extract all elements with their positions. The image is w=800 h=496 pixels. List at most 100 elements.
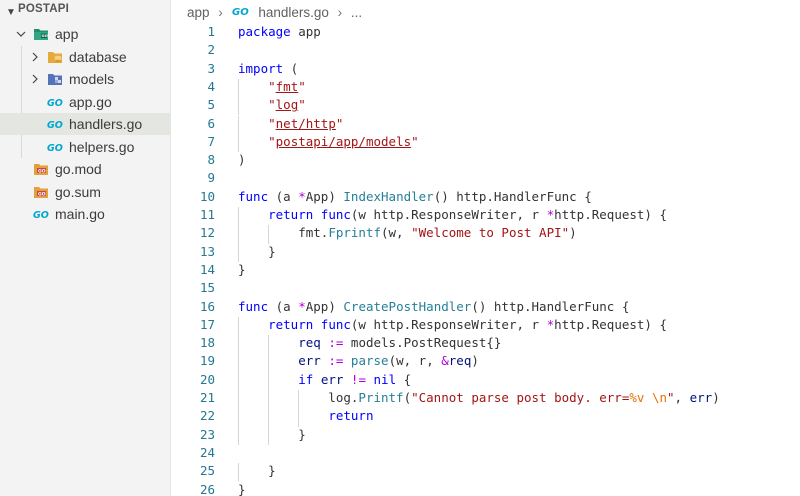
tree-item[interactable]: GO app.go [0,91,170,113]
line-number: 26 [199,481,215,496]
tree-item[interactable]: GO go.sum [0,181,170,203]
line-number: 10 [199,188,215,204]
tree-item-label: app.go [69,93,112,110]
svg-text:GO: GO [42,33,49,38]
indent-guide [238,426,239,445]
code-line[interactable]: return func(w http.ResponseWriter, r *ht… [268,316,667,332]
indent-guide [238,115,239,134]
line-number: 9 [207,170,215,186]
line-number: 17 [199,316,215,332]
line-number: 23 [199,426,215,442]
line-number: 12 [199,225,215,241]
svg-text:GO: GO [47,98,63,108]
chevron-right-icon[interactable] [29,50,41,62]
tree-item-label: handlers.go [69,116,143,132]
indent-guide [238,353,239,372]
indent-guide [238,97,239,116]
line-number: 20 [199,371,215,387]
code-line[interactable]: return func(w http.ResponseWriter, r *ht… [268,207,667,222]
code-line[interactable]: func (a *App) CreatePostHandler() http.H… [238,298,630,314]
line-number: 16 [199,298,215,314]
indent-guide [298,390,300,409]
go-folder-icon: GO [33,27,49,41]
line-number: 1 [207,24,215,39]
models-folder-icon [47,72,63,86]
code-line[interactable]: } [238,243,276,259]
code-line[interactable]: if err != nil { [298,371,412,387]
indent-guide [238,371,239,390]
breadcrumb: app › GO handlers.go › ... [187,4,362,20]
indent-guide [268,408,270,427]
line-number: 8 [207,152,215,168]
line-number: 3 [207,60,215,76]
code-line[interactable]: } [238,426,306,442]
svg-text:GO: GO [47,143,63,153]
svg-text:GO: GO [38,191,46,197]
code-line[interactable]: import ( [238,60,299,76]
indent-guide [298,408,300,427]
line-number: 25 [199,463,215,479]
indent-guide [268,335,270,354]
tree-item[interactable]: GO main.go [0,203,170,225]
line-number: 18 [199,335,215,351]
code-line[interactable]: } [238,463,276,479]
line-number: 21 [199,390,215,405]
code-line[interactable]: err := parse(w, r, &req) [298,353,479,369]
indent-guide [238,207,239,226]
go-file-icon: GO [232,5,252,20]
chevron-right-icon[interactable] [29,72,41,84]
code-line[interactable]: func (a *App) IndexHandler() http.Handle… [238,188,592,204]
breadcrumb-chevron-icon: › [337,4,343,20]
indent-guide [238,316,239,336]
breadcrumb-more[interactable]: ... [350,4,363,20]
code-line[interactable]: } [238,481,246,496]
line-number: 5 [207,97,215,113]
tree-item[interactable]: GO go.mod [0,158,170,180]
tree-item-label: go.sum [55,183,101,200]
indent-guide [238,225,239,244]
svg-text:GO: GO [47,120,63,130]
svg-text:GO: GO [38,168,46,174]
code-line[interactable]: ) [238,152,246,168]
go-mod-icon: GO [33,185,49,199]
go-file-icon: GO [47,117,63,131]
indent-guide [238,133,239,153]
code-line[interactable]: req := models.PostRequest{} [298,335,502,351]
tree-item-label: go.mod [55,161,102,177]
line-number: 13 [199,243,215,259]
indent-guide [238,243,239,262]
indent-guide [268,371,270,390]
svg-text:GO: GO [33,210,49,220]
breadcrumb-file[interactable]: handlers.go [258,4,329,20]
breadcrumb-chevron-icon: › [218,4,223,20]
line-number: 24 [199,444,215,460]
code-line[interactable]: } [238,261,246,277]
line-number: 11 [199,207,215,222]
code-line[interactable]: fmt.Fprintf(w, "Welcome to Post API") [238,225,577,241]
tree-item[interactable]: database [0,46,170,68]
explorer-title: POSTAPI [18,3,70,15]
explorer-collapse-chevron-icon[interactable]: ▼ [6,7,16,18]
go-file-icon: GO [47,95,63,109]
line-number: 14 [199,261,215,277]
tree-indent-guide [21,46,22,158]
tree-item-label: main.go [55,206,105,222]
breadcrumb-folder[interactable]: app [187,4,210,20]
code-line[interactable]: package app [238,24,321,39]
code-line[interactable]: return [328,408,374,424]
tree-item[interactable]: GO helpers.go [0,136,170,158]
code-line[interactable]: "net/http" [268,115,344,131]
go-file-icon: GO [47,140,63,154]
tree-item-label: models [69,71,115,87]
tree-item[interactable]: GO handlers.go [0,113,170,135]
line-number: 19 [199,353,215,369]
code-line[interactable]: log.Printf("Cannot parse post body. err=… [238,390,720,405]
tree-item[interactable]: models [0,68,170,90]
tree-item-label: helpers.go [69,138,135,155]
code-line[interactable]: "postapi/app/models" [268,133,419,149]
code-line[interactable]: "fmt" [268,78,306,94]
chevron-down-icon[interactable] [15,27,27,39]
code-line[interactable]: "log" [268,97,306,113]
